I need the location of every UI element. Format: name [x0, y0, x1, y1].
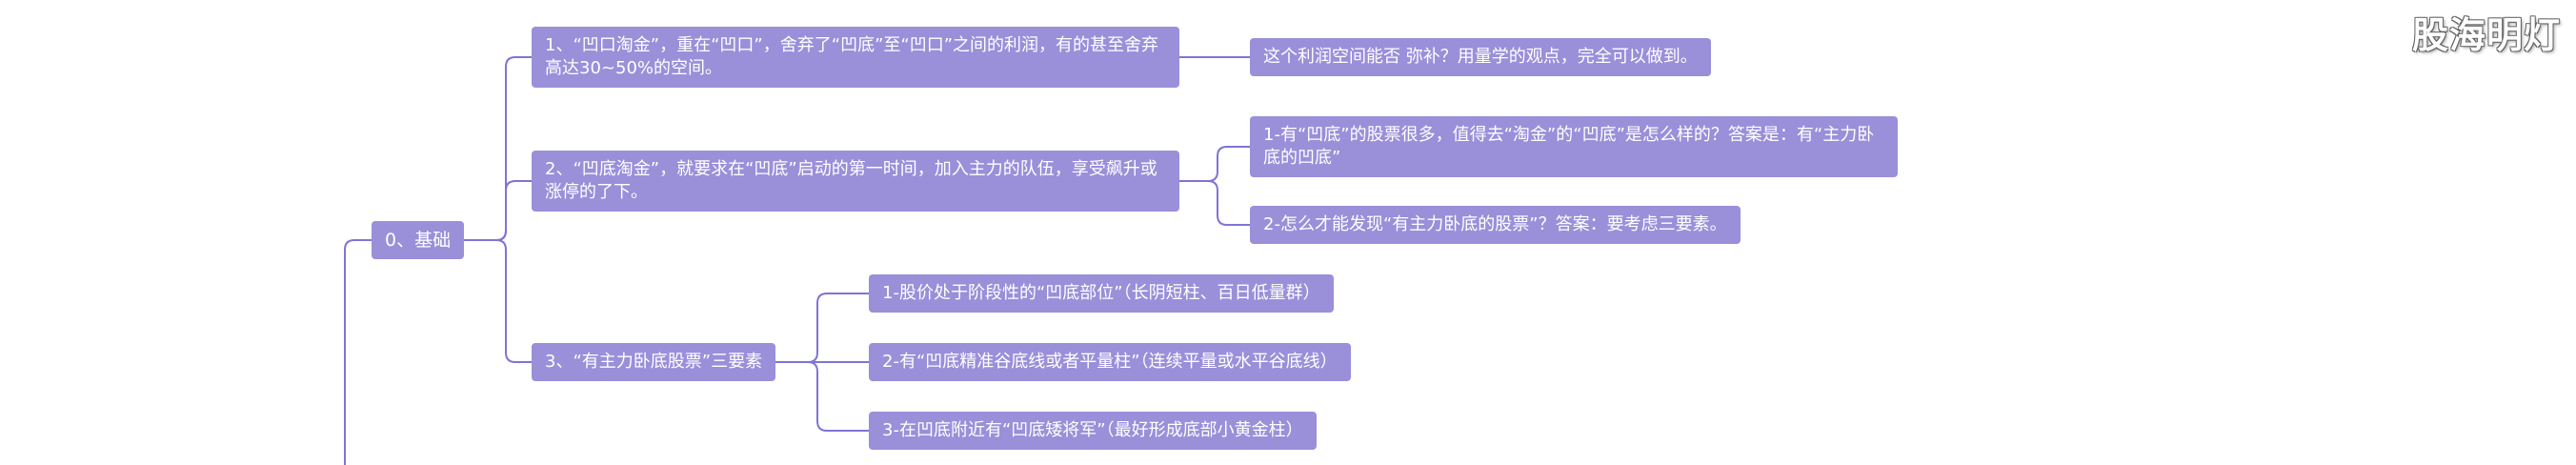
connector-root-3 [464, 239, 532, 363]
leaf-node-2-1[interactable]: 1-有“凹底”的股票很多，值得去“淘金”的“凹底”是怎么样的？答案是：有“主力卧… [1250, 116, 1898, 177]
connector-branch-2-1 [1179, 146, 1250, 182]
connector-branch-3-1 [775, 293, 869, 363]
leaf-node-3-3[interactable]: 3-在凹底附近有“凹底矮将军”（最好形成底部小黄金柱） [869, 412, 1317, 450]
leaf-node-3-2[interactable]: 2-有“凹底精准谷底线或者平量柱”（连续平量或水平谷底线） [869, 343, 1351, 381]
connector-root-1 [464, 56, 532, 241]
root-node[interactable]: 0、基础 [372, 221, 465, 259]
watermark-logo: 股海明灯 [2411, 14, 2561, 56]
leaf-node-2-2[interactable]: 2-怎么才能发现“有主力卧底的股票”？答案：要考虑三要素。 [1250, 206, 1741, 244]
branch-node-1[interactable]: 1、“凹口淘金”，重在“凹口”，舍弃了“凹底”至“凹口”之间的利润，有的甚至舍弃… [532, 27, 1179, 88]
connector-root-2 [464, 180, 532, 241]
leaf-node-1-1[interactable]: 这个利润空间能否 弥补？用量学的观点，完全可以做到。 [1250, 38, 1711, 76]
connector-trunk [344, 239, 372, 465]
branch-node-2[interactable]: 2、“凹底淘金”，就要求在“凹底”启动的第一时间，加入主力的队伍，享受飙升或涨停… [532, 151, 1179, 212]
branch-node-3[interactable]: 3、“有主力卧底股票”三要素 [532, 343, 776, 381]
connector-branch-3-3 [775, 361, 869, 432]
connector-branch-2-2 [1179, 180, 1250, 226]
leaf-node-3-1[interactable]: 1-股价处于阶段性的“凹底部位”（长阴短柱、百日低量群） [869, 274, 1334, 313]
